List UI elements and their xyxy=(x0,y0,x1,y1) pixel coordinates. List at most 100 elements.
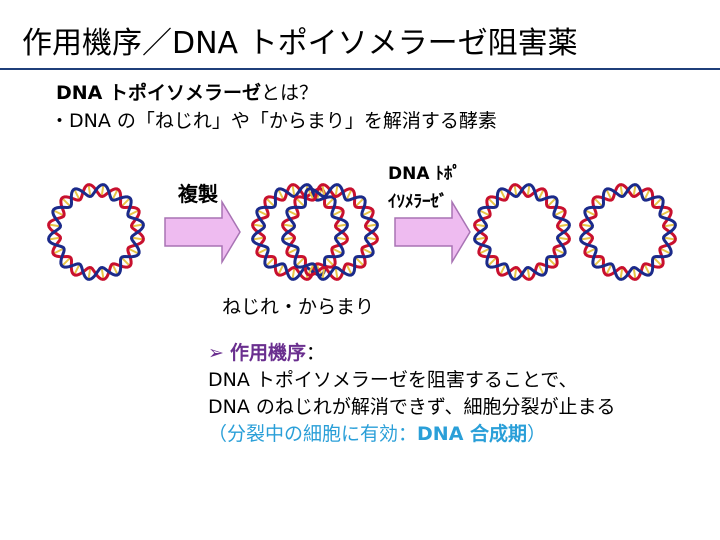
dna-base-pair xyxy=(593,197,604,208)
dna-base-pair xyxy=(335,236,348,241)
dna-base-pair xyxy=(663,236,676,241)
dna-base-pair xyxy=(73,263,81,276)
dna-base-pair xyxy=(663,223,676,228)
dna-base-pair xyxy=(334,267,339,280)
dna-base-pair xyxy=(593,256,604,267)
dna-base-pair xyxy=(100,184,105,197)
dna-base-pair xyxy=(652,197,663,208)
dna-base-pair xyxy=(513,267,518,280)
dna-base-pair xyxy=(61,256,72,267)
dna-base-pair xyxy=(659,209,672,217)
dna-base-pair xyxy=(546,197,557,208)
dna-base-pair xyxy=(73,188,81,201)
dna-base-pair xyxy=(557,236,570,241)
dna-base-pair xyxy=(52,247,65,255)
dna-base-pair xyxy=(277,263,285,276)
dna-base-pair xyxy=(553,247,566,255)
dna-ring-resolved-right xyxy=(579,183,677,281)
note-bold: DNA 合成期 xyxy=(417,423,528,445)
topoisomerase-label-line1: DNA ﾄﾎﾟ xyxy=(388,164,461,184)
dna-base-pair xyxy=(265,197,276,208)
dna-ring-tangled-left xyxy=(251,183,349,281)
dna-base-pair xyxy=(584,247,597,255)
dna-base-pair xyxy=(87,184,92,197)
dna-base-pair xyxy=(526,184,531,197)
dna-ring-tangled-right xyxy=(281,183,379,281)
dna-base-pair xyxy=(546,256,557,267)
note-suffix: ） xyxy=(527,423,547,445)
dna-diagram xyxy=(47,183,677,281)
dna-base-pair xyxy=(48,223,61,228)
mechanism-heading-line: ➢ 作用機序： xyxy=(208,340,616,367)
dna-base-pair xyxy=(324,256,335,267)
replication-arrow xyxy=(164,199,241,265)
dna-base-pair xyxy=(537,188,545,201)
dna-base-pair xyxy=(265,256,276,267)
dna-base-pair xyxy=(499,263,507,276)
dna-ring-resolved-left xyxy=(473,183,571,281)
dna-base-pair xyxy=(282,236,295,241)
dna-base-pair xyxy=(643,263,651,276)
intro-prefix: DNA xyxy=(56,82,109,104)
dna-base-pair xyxy=(307,188,315,201)
dna-base-pair xyxy=(61,197,72,208)
intro-definition: ・DNA の「ねじれ」や「からまり」を解消する酵素 xyxy=(50,110,497,132)
dna-base-pair xyxy=(291,184,296,197)
dna-strand xyxy=(47,183,145,281)
intro-term: トポイソメラーゼ xyxy=(109,82,262,104)
dna-base-pair xyxy=(307,263,315,276)
dna-base-pair xyxy=(100,267,105,280)
mechanism-line2: DNA のねじれが解消できず、細胞分裂が止まる xyxy=(208,396,616,418)
dna-base-pair xyxy=(487,256,498,267)
dna-base-pair xyxy=(499,188,507,201)
dna-base-pair xyxy=(131,223,144,228)
topoisomerase-arrow xyxy=(394,199,471,265)
mechanism-colon: ： xyxy=(305,342,325,364)
dna-base-pair xyxy=(286,209,299,217)
dna-base-pair xyxy=(345,188,353,201)
dna-base-pair xyxy=(580,223,593,228)
dna-base-pair xyxy=(286,247,299,255)
dna-base-pair xyxy=(478,209,491,217)
dna-strand xyxy=(579,183,677,281)
dna-base-pair xyxy=(345,263,353,276)
dna-base-pair xyxy=(659,247,672,255)
dna-base-pair xyxy=(365,236,378,241)
dna-base-pair xyxy=(474,223,487,228)
mechanism-block: ➢ 作用機序： DNA トポイソメラーゼを阻害することで、 DNA のねじれが解… xyxy=(208,340,616,448)
dna-base-pair xyxy=(127,209,140,217)
dna-base-pair xyxy=(256,209,269,217)
dna-base-pair xyxy=(361,209,374,217)
dna-base-pair xyxy=(256,247,269,255)
dna-base-pair xyxy=(252,223,265,228)
mechanism-note: （分裂中の細胞に有効：DNA 合成期） xyxy=(208,421,616,448)
dna-base-pair xyxy=(111,263,119,276)
dna-base-pair xyxy=(291,267,296,280)
dna-base-pair xyxy=(295,197,306,208)
topoisomerase-label: DNA ﾄﾎﾟ ｲｿﾒﾗｰｾﾞ xyxy=(388,160,461,216)
dna-base-pair xyxy=(478,247,491,255)
dna-base-pair xyxy=(282,223,295,228)
dna-base-pair xyxy=(619,184,624,197)
dna-base-pair xyxy=(354,197,365,208)
dna-base-pair xyxy=(331,209,344,217)
dna-strand xyxy=(281,183,379,281)
dna-base-pair xyxy=(474,236,487,241)
dna-strand xyxy=(473,183,571,281)
dna-base-pair xyxy=(331,247,344,255)
dna-base-pair xyxy=(487,197,498,208)
note-prefix: （分裂中の細胞に有効： xyxy=(208,423,418,445)
dna-base-pair xyxy=(321,267,326,280)
topoisomerase-label-line2: ｲｿﾒﾗｰｾﾞ xyxy=(388,192,448,212)
dna-base-pair xyxy=(643,188,651,201)
intro-suffix: とは？ xyxy=(261,82,319,104)
dna-ring-single xyxy=(47,183,145,281)
twist-tangle-label: ねじれ・からまり xyxy=(222,296,375,318)
dna-base-pair xyxy=(619,267,624,280)
dna-base-pair xyxy=(335,223,348,228)
page-title: 作用機序／DNA トポイソメラーゼ阻害薬 xyxy=(22,26,578,61)
dna-base-pair xyxy=(87,267,92,280)
dna-base-pair xyxy=(553,209,566,217)
dna-base-pair xyxy=(334,184,339,197)
dna-base-pair xyxy=(605,188,613,201)
